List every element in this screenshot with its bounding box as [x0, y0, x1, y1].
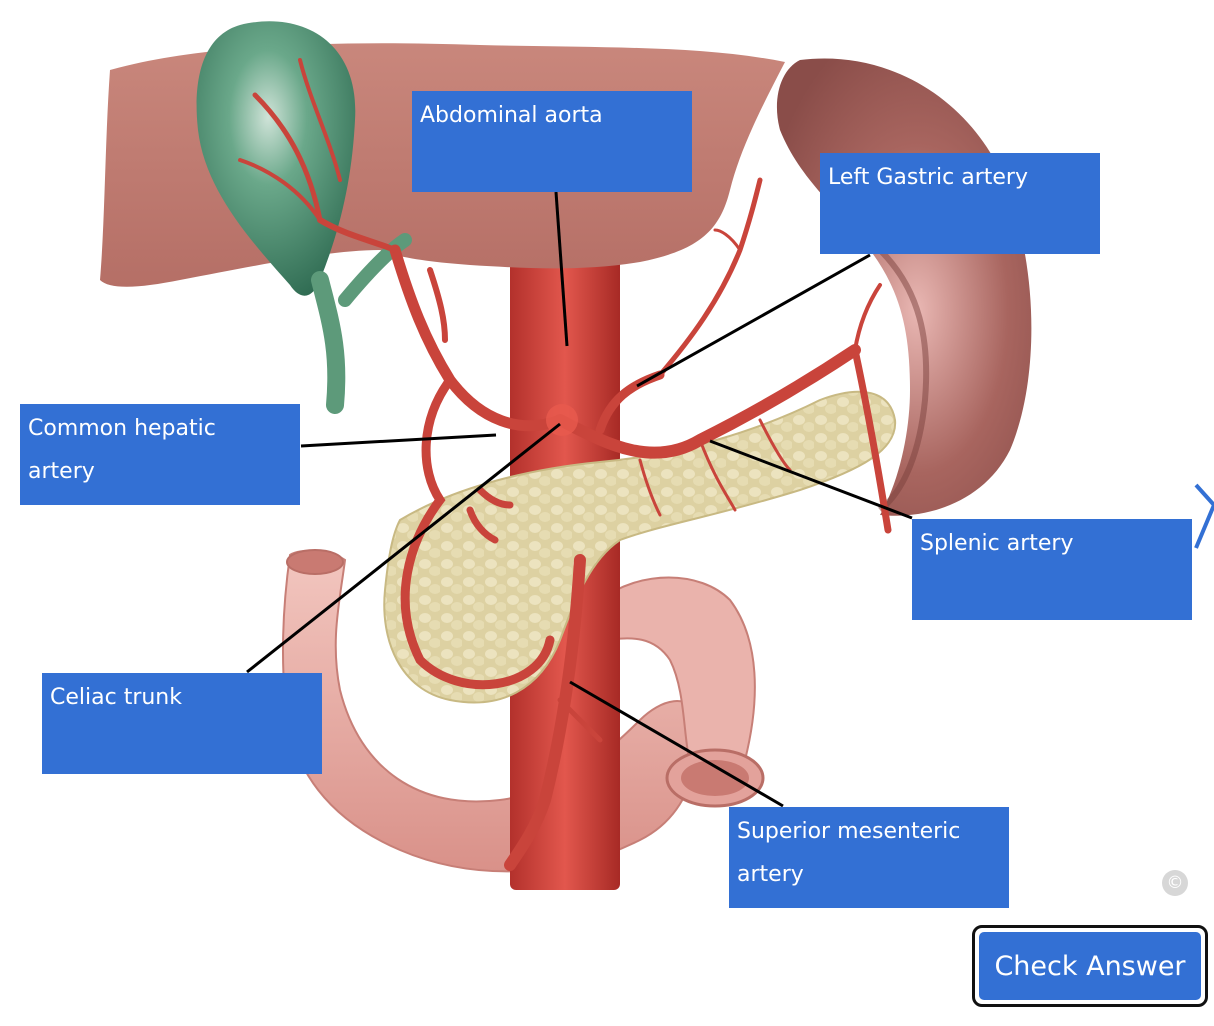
label-superior-mesenteric-line2: artery	[737, 862, 804, 887]
copyright-icon: ©	[1162, 870, 1188, 896]
bile-duct	[311, 271, 346, 414]
label-celiac-trunk[interactable]: Celiac trunk	[42, 673, 322, 774]
label-common-hepatic-artery-line2: artery	[28, 459, 95, 484]
label-abdominal-aorta-text: Abdominal aorta	[420, 103, 603, 128]
label-left-gastric-artery-text: Left Gastric artery	[828, 165, 1028, 190]
check-answer-label: Check Answer	[979, 932, 1201, 1000]
arteries	[238, 58, 892, 871]
intestine-loop	[599, 576, 756, 792]
label-common-hepatic-artery-line1: Common hepatic	[28, 416, 216, 441]
leader-lines	[246, 191, 913, 808]
gallbladder	[196, 21, 356, 296]
label-superior-mesenteric-line1: Superior mesenteric	[737, 819, 961, 844]
label-splenic-artery-text: Splenic artery	[920, 531, 1074, 556]
label-celiac-trunk-text: Celiac trunk	[50, 685, 182, 710]
label-splenic-artery[interactable]: Splenic artery	[912, 519, 1192, 620]
chevron-right-icon	[1194, 483, 1214, 549]
label-superior-mesenteric-artery[interactable]: Superior mesenteric artery	[729, 807, 1009, 908]
label-left-gastric-artery[interactable]: Left Gastric artery	[820, 153, 1100, 254]
label-abdominal-aorta[interactable]: Abdominal aorta	[412, 91, 692, 192]
label-common-hepatic-artery[interactable]: Common hepatic artery	[20, 404, 300, 505]
check-answer-button[interactable]: Check Answer	[972, 925, 1208, 1007]
